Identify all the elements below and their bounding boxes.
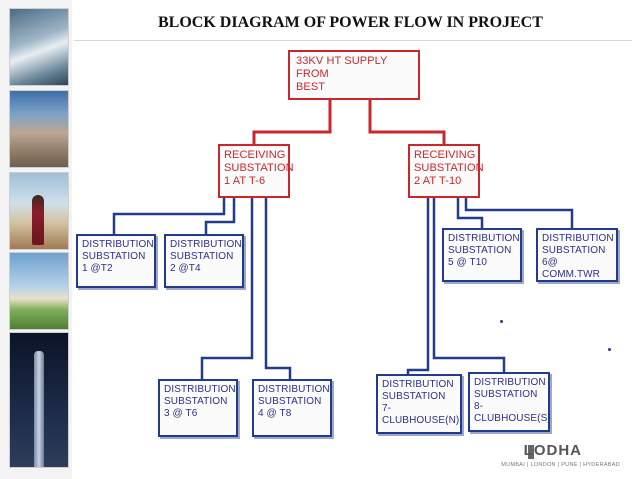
line-ds3	[200, 198, 254, 379]
distribution-substation-7: DISTRIBUTION SUBSTATION 7- CLUBHOUSE(N)	[376, 374, 462, 434]
speck-2	[608, 348, 611, 351]
ht-line-rs1	[252, 100, 332, 144]
logo-cities: MUMBAI | LONDON | PUNE | HYDERABAD	[501, 462, 620, 468]
thumbnail-building-1	[9, 8, 69, 86]
line-ds8	[432, 198, 506, 372]
connector-lines	[112, 100, 574, 379]
receiving-substation-2: RECEIVING SUBSTATION 2 AT T-10	[408, 144, 484, 198]
distribution-substation-4: DISTRIBUTION SUBSTATION 4 @ T8	[252, 379, 332, 437]
thumbnail-person	[9, 172, 69, 250]
line-ds1	[112, 198, 226, 234]
distribution-substation-8: DISTRIBUTION SUBSTATION 8-CLUBHOUSE(S)	[468, 372, 551, 432]
distribution-substation-1: DISTRIBUTION SUBSTATION 1 @T2	[76, 234, 156, 288]
line-ds5	[456, 198, 484, 228]
distribution-substation-6: DISTRIBUTION SUBSTATION 6@ COMM.TWR	[536, 228, 618, 282]
thumbnail-building-2	[9, 90, 69, 168]
distribution-substation-2: DISTRIBUTION SUBSTATION 2 @T4	[164, 234, 244, 288]
ht-supply-box: 33KV HT SUPPLY FROM BEST	[288, 50, 420, 100]
person-figure	[32, 195, 44, 245]
title-divider	[74, 40, 632, 41]
line-ds7	[406, 198, 430, 374]
line-ds4	[264, 198, 292, 379]
ht-line-rs2	[368, 100, 446, 144]
line-ds6	[464, 198, 574, 228]
distribution-substation-3: DISTRIBUTION SUBSTATION 3 @ T6	[158, 379, 238, 437]
receiving-substation-1: RECEIVING SUBSTATION 1 AT T-6	[218, 144, 294, 198]
speck-1	[500, 320, 503, 323]
slide-title: BLOCK DIAGRAM OF POWER FLOW IN PROJECT	[158, 14, 543, 31]
thumbnail-tower	[9, 332, 69, 468]
footer	[72, 446, 638, 479]
thumbnail-campus	[9, 252, 69, 330]
lodha-logo-mark-icon	[528, 445, 534, 459]
tower-shape	[34, 351, 44, 467]
lodha-logo: LODHA	[523, 442, 582, 459]
line-ds2	[204, 198, 236, 234]
distribution-substation-5: DISTRIBUTION SUBSTATION 5 @ T10	[442, 228, 522, 282]
power-flow-diagram: 33KV HT SUPPLY FROM BEST RECEIVING SUBST…	[72, 42, 626, 446]
thumbnail-strip	[0, 0, 72, 479]
